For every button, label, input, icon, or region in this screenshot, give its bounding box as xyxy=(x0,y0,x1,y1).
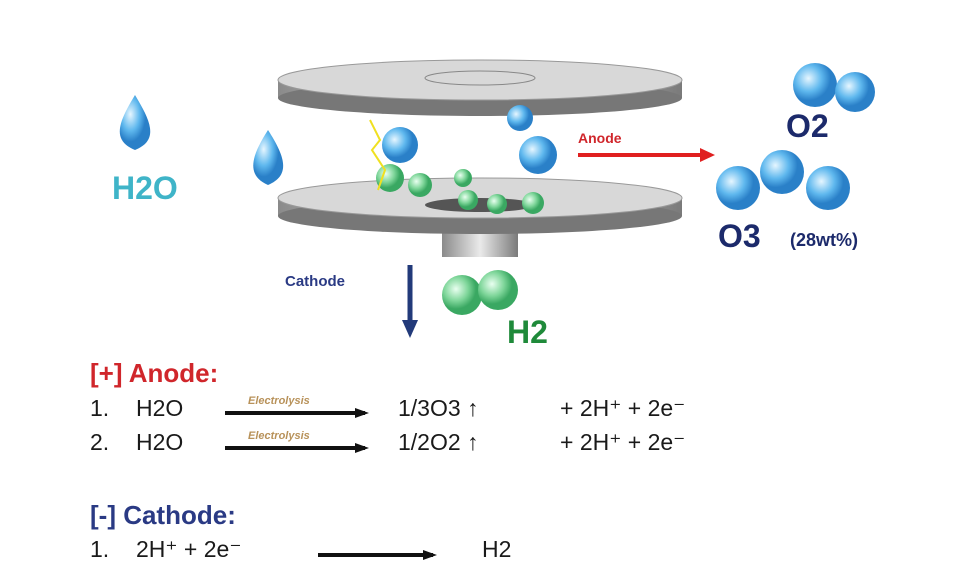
cathode-heading: [-] Cathode: xyxy=(90,500,236,530)
reaction-arrow xyxy=(225,408,369,418)
o2-label: O2 xyxy=(786,108,829,144)
reaction-number: 1. xyxy=(90,536,110,562)
h2o-label: H2O xyxy=(112,170,178,206)
reaction-number: 2. xyxy=(90,429,110,455)
product: 1/2O2 ↑ xyxy=(398,429,479,455)
o3-molecule xyxy=(716,150,850,210)
h2-molecule xyxy=(442,270,518,315)
h2-label: H2 xyxy=(507,314,548,350)
reactant: H2O xyxy=(136,395,184,421)
water-droplet-icon xyxy=(119,95,151,150)
o2-molecule xyxy=(793,63,875,112)
byproducts: + 2H⁺ + 2e⁻ xyxy=(560,429,686,455)
reaction-number: 1. xyxy=(90,395,110,421)
cathode-label: Cathode xyxy=(285,273,345,290)
condition-label: Electrolysis xyxy=(248,395,310,407)
byproducts: + 2H⁺ + 2e⁻ xyxy=(560,395,686,421)
hydrogen-bubbles xyxy=(454,169,544,214)
anode-heading: [+] Anode: xyxy=(90,358,219,388)
reaction-arrow xyxy=(225,443,369,453)
product: 1/3O3 ↑ xyxy=(398,395,479,421)
o3-concentration: (28wt%) xyxy=(790,230,859,250)
condition-label: Electrolysis xyxy=(248,430,310,442)
bottom-electrode-plate xyxy=(277,177,683,257)
reaction-arrow xyxy=(318,550,437,560)
anode-arrow-icon xyxy=(578,148,715,162)
anode-label: Anode xyxy=(578,130,622,146)
reactant: 2H⁺ + 2e⁻ xyxy=(136,536,242,562)
o3-label: O3 xyxy=(718,218,761,254)
top-electrode-plate xyxy=(277,59,683,116)
cathode-arrow-icon xyxy=(402,265,418,338)
oxygen-bubbles xyxy=(507,105,557,174)
reactant: H2O xyxy=(136,429,184,455)
product: H2 xyxy=(482,536,512,562)
splitting-molecule xyxy=(369,119,432,197)
water-droplet-icon xyxy=(253,130,284,185)
